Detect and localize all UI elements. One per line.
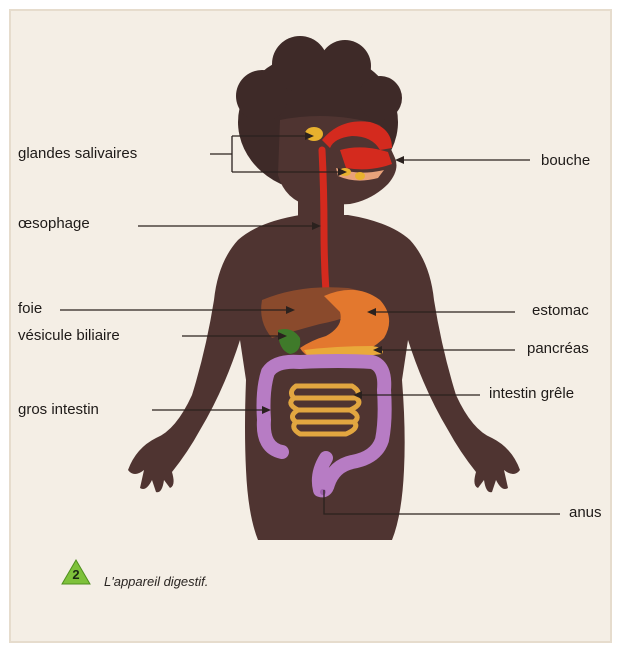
label-vesicule-biliaire: vésicule biliaire xyxy=(18,327,120,345)
label-oesophage: œsophage xyxy=(18,215,90,233)
label-intestin-grele: intestin grêle xyxy=(489,385,574,403)
label-glandes-salivaires: glandes salivaires xyxy=(18,145,137,163)
label-foie: foie xyxy=(18,300,42,318)
figure-caption: L'appareil digestif. xyxy=(104,574,208,589)
label-bouche: bouche xyxy=(541,152,590,170)
label-anus: anus xyxy=(569,504,602,522)
anus-organ xyxy=(320,489,326,495)
label-pancreas: pancréas xyxy=(527,340,589,358)
label-gros-intestin: gros intestin xyxy=(18,401,99,419)
oesophagus xyxy=(322,150,326,292)
label-estomac: estomac xyxy=(532,302,589,320)
figure-number: 2 xyxy=(66,567,86,582)
